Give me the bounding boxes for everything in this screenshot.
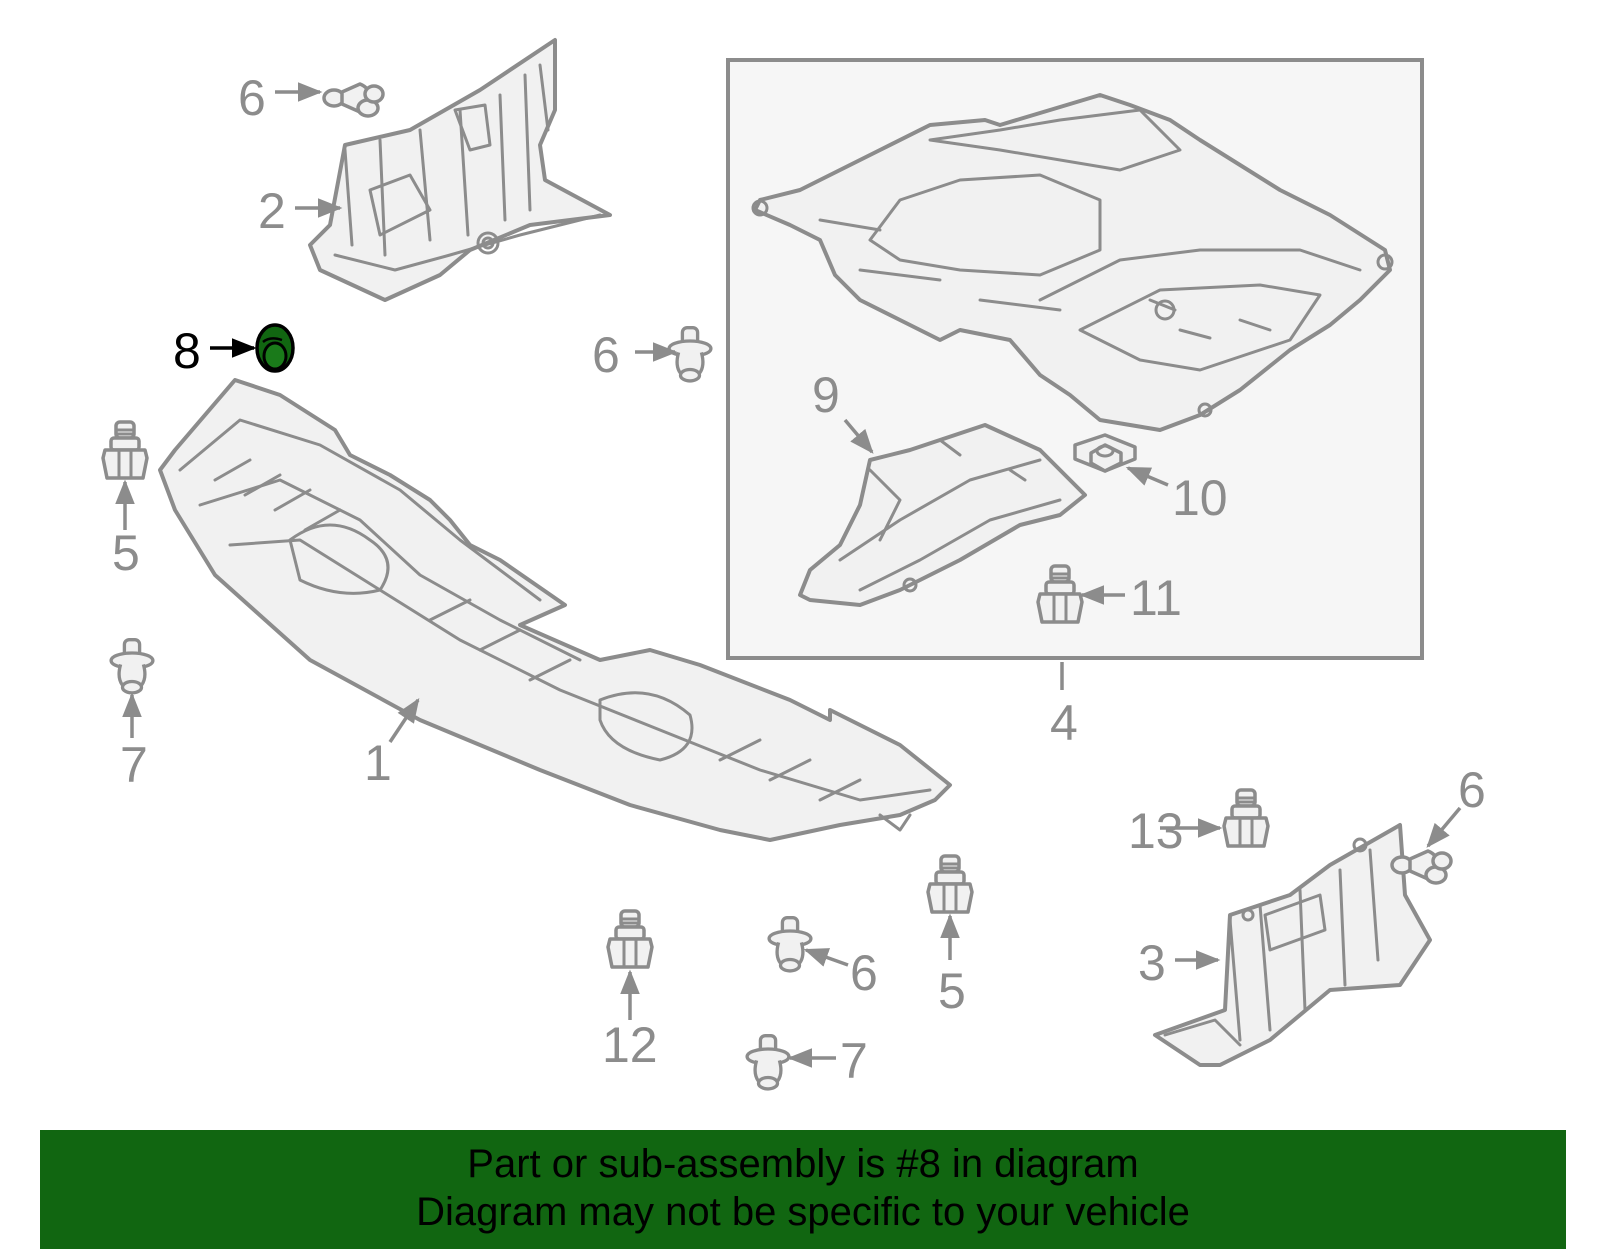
callout-1: 1 [364,735,392,791]
leader-lines [115,82,1462,1068]
callout-5a: 5 [112,525,140,581]
part-3-side-shield [1153,823,1432,1067]
callout-11: 11 [1130,570,1182,626]
callout-5b: 5 [938,963,966,1019]
callout-3: 3 [1138,935,1166,991]
part-2-shield [308,38,612,302]
callout-6d: 6 [1458,762,1486,818]
callout-9: 9 [812,367,840,423]
callout-13: 13 [1128,803,1184,859]
callout-10: 10 [1172,470,1228,526]
callout-7a: 7 [120,737,148,793]
part-8-highlighted-nut[interactable] [255,323,295,373]
callout-7b: 7 [840,1033,868,1089]
part-1-front-undercover [158,378,952,842]
callout-8-highlighted: 8 [173,323,201,379]
callout-labels: 6 2 8 6 5 7 1 9 10 11 4 5 12 6 7 13 6 3 [112,70,1486,1089]
callout-6b: 6 [592,327,620,383]
callout-4: 4 [1050,695,1078,751]
banner-line-2: Diagram may not be specific to your vehi… [416,1190,1190,1234]
callout-6a: 6 [238,70,266,126]
callout-2: 2 [258,183,286,239]
notice-banner: Part or sub-assembly is #8 in diagram Di… [40,1130,1566,1249]
banner-line-1: Part or sub-assembly is #8 in diagram [467,1142,1139,1186]
part-4-assembly-box [726,58,1424,660]
callout-12: 12 [602,1017,658,1073]
callout-6c: 6 [850,945,878,1001]
